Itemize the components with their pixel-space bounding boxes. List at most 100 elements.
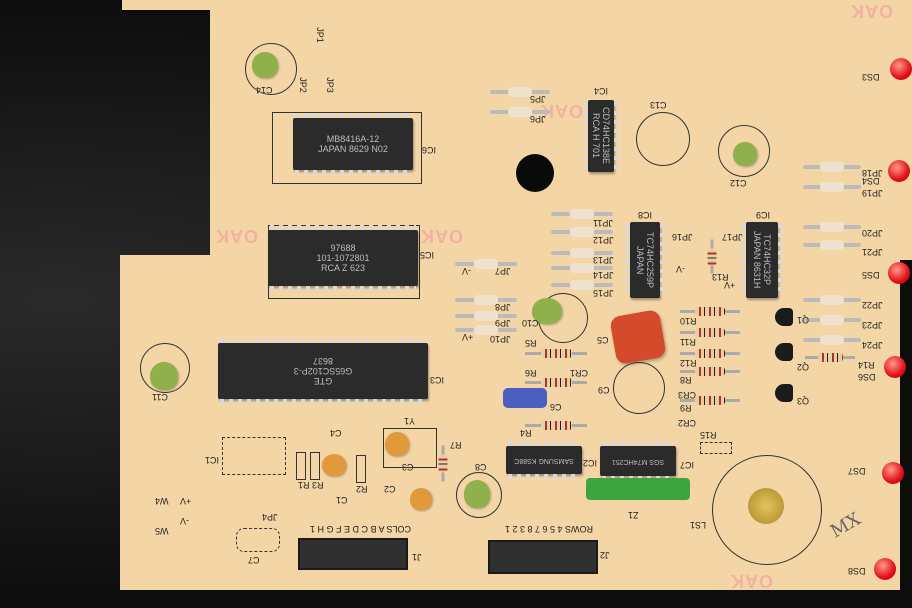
capacitor-c6 (503, 388, 547, 408)
chip-marking: JAPAN (635, 245, 645, 275)
ic8-label: IC8 (638, 210, 653, 220)
ic6-outline (272, 112, 422, 184)
r15-footprint (700, 442, 732, 454)
ic7-chip: SGS M74HC251 (600, 441, 676, 481)
led-ds7 (882, 462, 904, 484)
led-ds5 (888, 262, 910, 284)
cr3-label: CR3 (678, 390, 697, 400)
jp4-label: JP4 (262, 512, 278, 522)
c10-label: C10 (522, 318, 539, 328)
chip-marking: G65SC102P-3 (293, 366, 353, 376)
plus-v-label: +V (724, 280, 736, 290)
chip-marking: TC74HC32P (762, 234, 772, 286)
chip-marking: 97688 (330, 243, 356, 253)
c2-label: C2 (384, 484, 396, 494)
jp2-label: JP2 (297, 77, 308, 93)
jumper-jp7 (455, 259, 517, 269)
watermark: OAK (850, 1, 893, 21)
minus-v-label: -V (676, 264, 685, 274)
c5-label: C5 (597, 335, 609, 345)
resistor-r10 (680, 307, 740, 316)
ds8-label: DS8 (848, 566, 866, 576)
jumper-jp21 (803, 240, 861, 250)
capacitor-c11 (150, 362, 178, 390)
c7-label: C7 (248, 555, 260, 565)
r1-label: R1 (298, 480, 310, 490)
z1-label: Z1 (628, 510, 639, 520)
chip-marking: CD74HC138E (601, 107, 611, 165)
y1-label: Y1 (404, 416, 416, 426)
c9-footprint (613, 362, 665, 414)
jumper-jp22 (803, 295, 861, 305)
plus-v-label: +V (180, 496, 192, 506)
chip-marking: TC74HC259P (645, 231, 655, 289)
jp21-label: JP21 (862, 247, 883, 257)
resistor-network-z1 (586, 478, 690, 500)
chip-marking: SGS M74HC251 (611, 458, 665, 465)
led-ds8 (874, 558, 896, 580)
jp15-label: JP15 (593, 288, 614, 298)
plus-v-label: +V (462, 332, 474, 342)
minus-v-label: -V (180, 516, 189, 526)
jumper-jp6 (490, 107, 550, 117)
capacitor-c10 (532, 298, 562, 324)
r12-label: R12 (680, 358, 697, 368)
r4-label: R4 (520, 428, 532, 438)
led-ds6 (884, 356, 906, 378)
resistor-r12 (680, 349, 740, 358)
led-ds4 (888, 160, 910, 182)
jumper-jp24 (803, 335, 861, 345)
ic2-chip: SAMSUNG KS88C (506, 441, 582, 479)
r2-footprint (356, 455, 366, 483)
jp23-label: JP23 (862, 320, 883, 330)
r14-label: R14 (858, 360, 875, 370)
chip-marking: 101-1072801 (316, 253, 370, 263)
resistor-r11 (680, 328, 740, 337)
jp1-label: JP1 (314, 27, 325, 43)
speaker-ls1 (748, 488, 784, 524)
c6-label: C6 (550, 402, 562, 412)
r2-label: R2 (356, 484, 368, 494)
ic1-footprint (222, 437, 286, 475)
c1-label: C1 (336, 495, 348, 505)
resistor-r6 (525, 378, 587, 387)
w5-label: W5 (155, 526, 169, 536)
jp11-label: JP11 (593, 218, 613, 228)
r5-label: R5 (525, 338, 537, 348)
capacitor-c4 (322, 454, 346, 476)
c8-label: C8 (475, 462, 487, 472)
jp20-label: JP20 (862, 228, 883, 238)
transistor-q2 (775, 343, 793, 361)
ic3-chip: 8637 G65SC102P-3 GTE (218, 338, 428, 404)
jp24-label: JP24 (862, 340, 883, 350)
rows-label: ROWS 4 5 6 7 8 3 2 1 (505, 524, 594, 534)
capacitor-c5 (609, 309, 667, 365)
ls1-label: LS1 (690, 520, 707, 530)
ds6-label: DS6 (858, 372, 876, 382)
ic2-label: IC2 (583, 458, 598, 468)
cr2-label: CR2 (678, 418, 697, 428)
resistor-r9 (680, 396, 740, 405)
jp14-label: JP14 (593, 270, 614, 280)
r15-label: R15 (700, 430, 717, 440)
watermark: OAK (730, 571, 773, 591)
r9-label: R9 (680, 403, 692, 413)
jumper-jp20 (803, 222, 861, 232)
jp6-label: JP6 (530, 114, 546, 124)
chip-marking: 8637 (312, 356, 334, 366)
jp13-label: JP13 (593, 255, 614, 265)
w4-label: W4 (155, 496, 169, 506)
jp5-label: JP5 (530, 94, 546, 104)
jumper-jp11 (551, 209, 613, 219)
jumper-jp19 (803, 182, 861, 192)
c13-label: C13 (650, 100, 667, 110)
chip-marking: RCA Z 623 (320, 263, 366, 273)
c11-footprint (140, 343, 190, 393)
jumper-jp18 (803, 162, 861, 172)
c14-label: C14 (256, 85, 273, 95)
resistor-r14 (805, 353, 855, 362)
chip-marking: JAPAN 8629 N02 (318, 144, 388, 154)
ds4-label: DS4 (862, 176, 880, 186)
jumper-jp23 (803, 315, 861, 325)
jp10-label: JP10 (490, 334, 511, 344)
